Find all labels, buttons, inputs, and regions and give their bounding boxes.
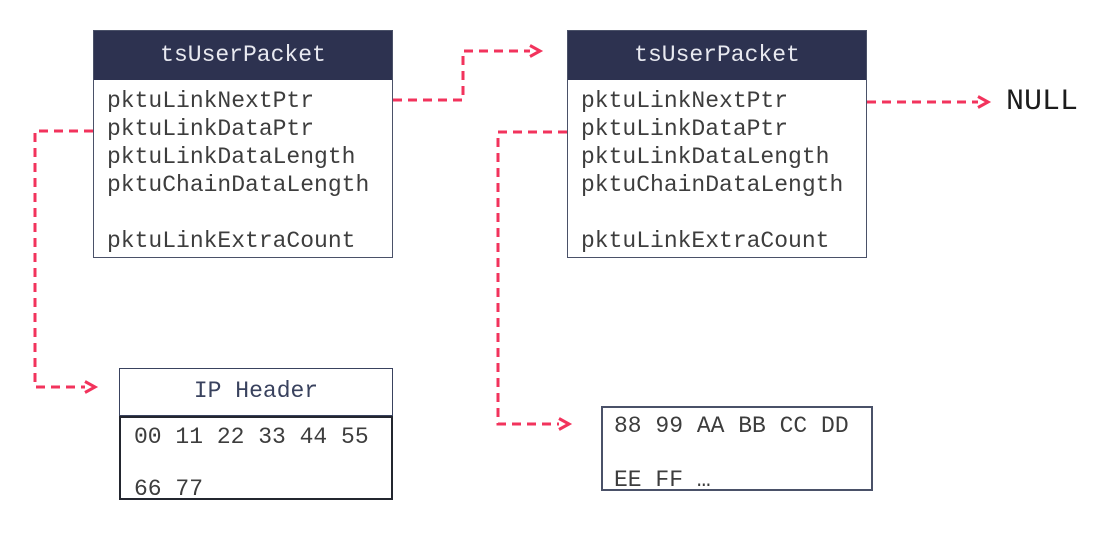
packet-box-2: tsUserPacket pktuLinkNextPtr pktuLinkDat… xyxy=(567,30,867,258)
ip-header-data-line-1: 00 11 22 33 44 55 xyxy=(134,424,369,450)
data-box-line-2: EE FF … xyxy=(614,467,711,493)
packet-1-field-spacer xyxy=(107,199,388,227)
packet-2-field-link-next-ptr: pktuLinkNextPtr xyxy=(581,88,789,114)
packet-1-field-link-next-ptr: pktuLinkNextPtr xyxy=(107,88,315,114)
packet-2-field-chain-data-length: pktuChainDataLength xyxy=(581,172,844,198)
data-box-line-1: 88 99 AA BB CC DD xyxy=(614,413,849,439)
packet-1-field-link-data-length: pktuLinkDataLength xyxy=(107,144,356,170)
packet-2-field-link-data-length: pktuLinkDataLength xyxy=(581,144,830,170)
packet-box-1: tsUserPacket pktuLinkNextPtr pktuLinkDat… xyxy=(93,30,393,258)
ip-header-data: 00 11 22 33 44 55 66 77 xyxy=(119,416,393,502)
ip-header-title: IP Header xyxy=(119,368,393,416)
ip-header-box: IP Header 00 11 22 33 44 55 66 77 xyxy=(119,368,393,502)
packet-2-field-spacer xyxy=(581,199,862,227)
arrow-packet1-dataptr-to-ipheader xyxy=(33,129,99,394)
packet-2-body: pktuLinkNextPtr pktuLinkDataPtr pktuLink… xyxy=(568,80,866,255)
packet-1-body: pktuLinkNextPtr pktuLinkDataPtr pktuLink… xyxy=(94,80,392,255)
arrow-packet2-dataptr-to-databox xyxy=(496,130,573,431)
ip-header-data-line-2: 66 77 xyxy=(134,476,204,502)
packet-1-field-link-data-ptr: pktuLinkDataPtr xyxy=(107,116,315,142)
packet-2-title: tsUserPacket xyxy=(568,31,866,80)
packet-1-field-chain-data-length: pktuChainDataLength xyxy=(107,172,370,198)
data-box: 88 99 AA BB CC DD EE FF … xyxy=(601,406,873,493)
packet-2-field-link-data-ptr: pktuLinkDataPtr xyxy=(581,116,789,142)
packet-2-field-link-extra-count: pktuLinkExtraCount xyxy=(581,228,830,254)
packet-1-title: tsUserPacket xyxy=(94,31,392,80)
packet-1-field-link-extra-count: pktuLinkExtraCount xyxy=(107,228,356,254)
arrow-packet1-next-to-packet2 xyxy=(393,44,544,102)
null-label: NULL xyxy=(1006,85,1079,119)
